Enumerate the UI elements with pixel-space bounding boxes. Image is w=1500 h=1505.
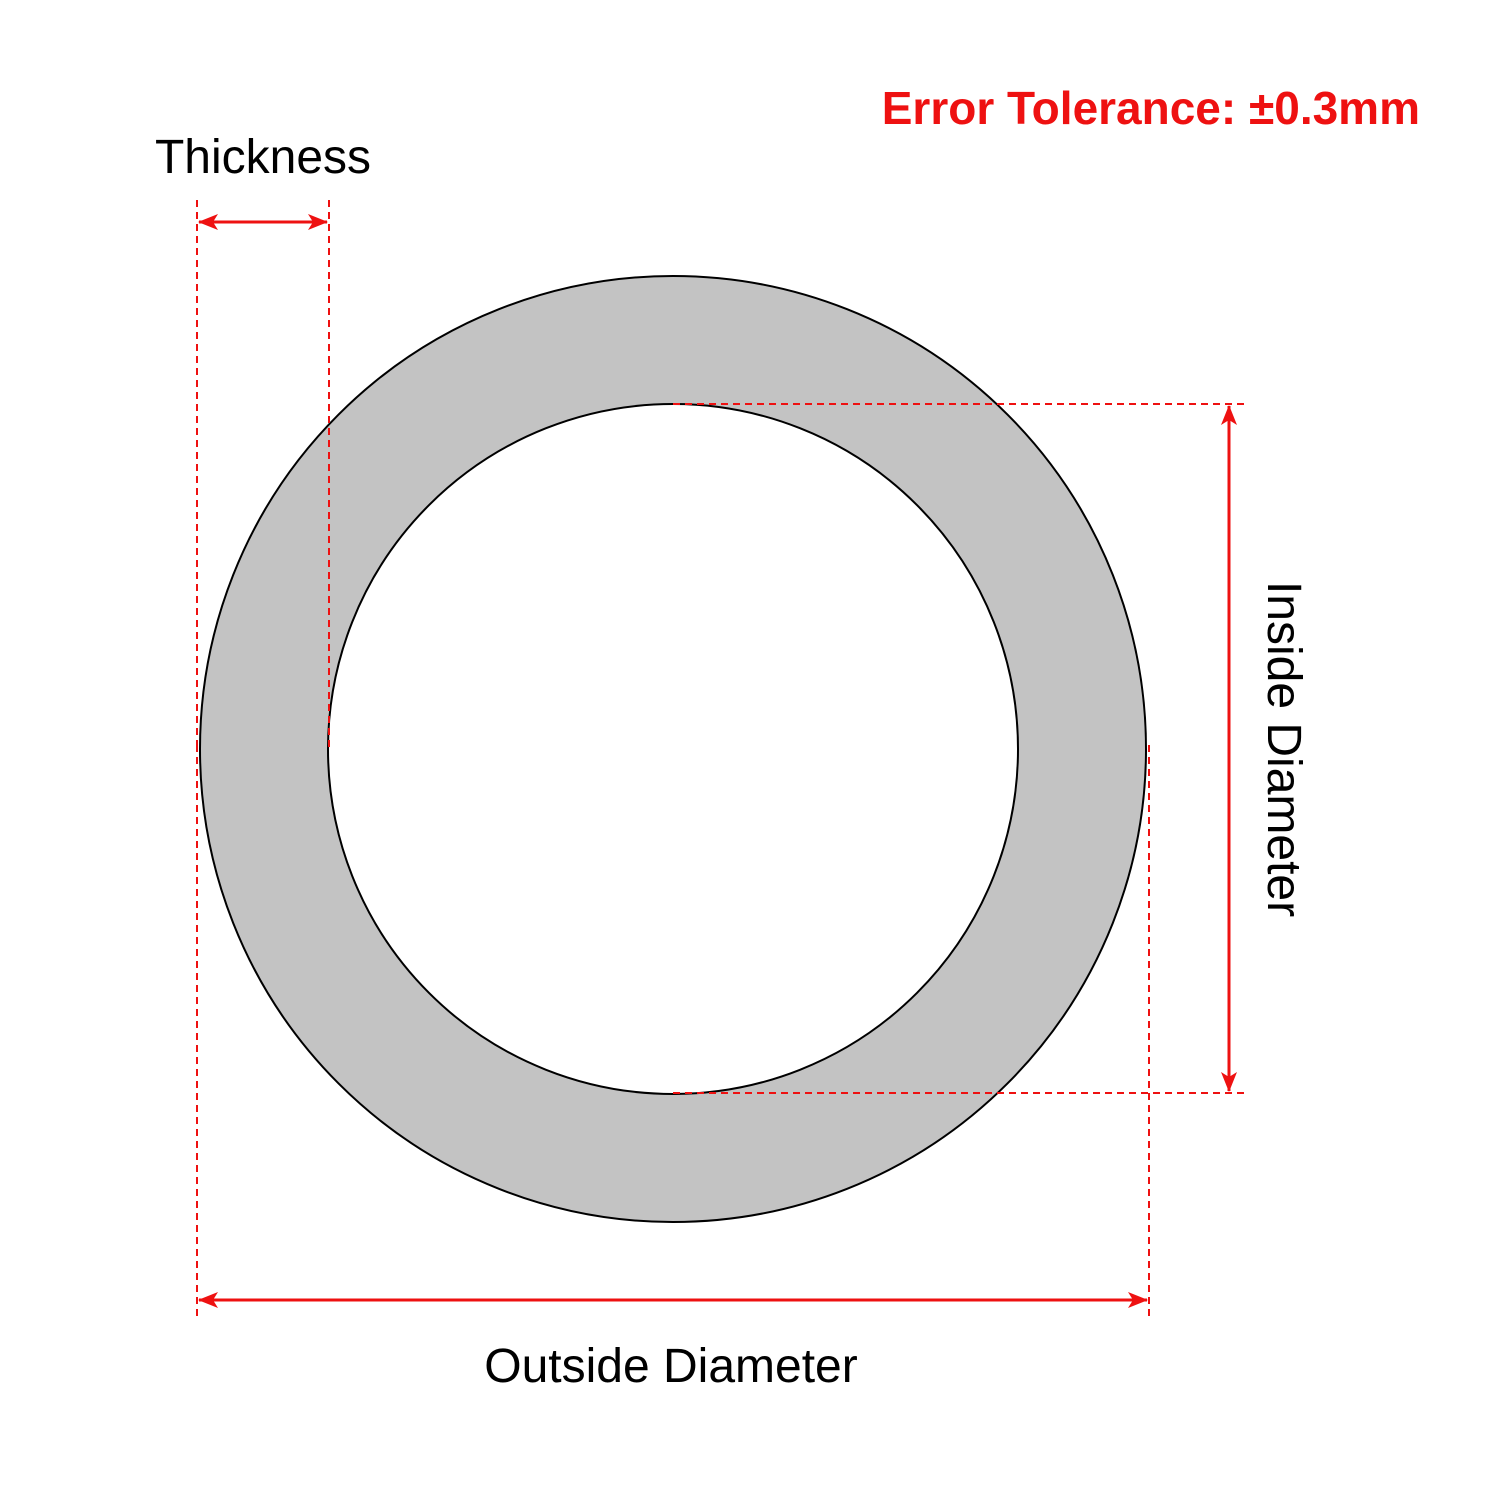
thickness-label: Thickness [155, 131, 371, 184]
inside-diameter-dimension [673, 403, 1245, 1094]
outside-diameter-dimension [196, 745, 1150, 1318]
thickness-dimension [196, 200, 330, 750]
washer-inner-circle [327, 403, 1019, 1095]
inside-diameter-label: Inside Diameter [1257, 581, 1310, 917]
tolerance-label: Error Tolerance: ±0.3mm [882, 82, 1420, 134]
outside-diameter-label: Outside Diameter [484, 1340, 857, 1393]
